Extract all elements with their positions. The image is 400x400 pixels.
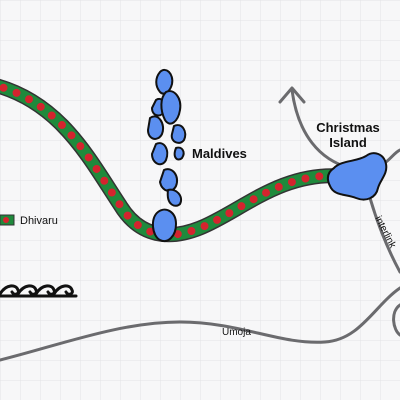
legend-dhivaru-label: Dhivaru: [20, 215, 58, 227]
umoja-cable[interactable]: [0, 286, 400, 362]
maldives-atoll-8: [173, 146, 185, 161]
legend: Dhivaru: [0, 214, 78, 298]
maldives-atoll-9: [166, 188, 182, 207]
christmas-island[interactable]: [326, 152, 388, 201]
maldives-main-atoll: [152, 208, 177, 242]
christmas-island-label-line1: Christmas: [316, 120, 380, 135]
maldives-atoll-5: [170, 124, 187, 144]
maldives-label: Maldives: [192, 146, 247, 161]
maldives-atoll-1: [155, 68, 174, 95]
maldives-atoll-3: [160, 90, 182, 125]
curved-arrow-icon: [278, 86, 306, 104]
umoja-label: Umoja: [222, 327, 251, 338]
interlink-cable[interactable]: [368, 196, 400, 274]
legend-dhivaru-swatch: [0, 214, 15, 226]
umoja-cable-east-loop[interactable]: [392, 303, 400, 337]
christmas-island-label-line2: Island: [329, 135, 367, 150]
maldives-islands[interactable]: [147, 68, 187, 242]
maldives-atoll-4: [147, 115, 164, 140]
dhivaru-cable[interactable]: [0, 79, 344, 243]
maldives-atoll-6: [151, 142, 169, 166]
waves-icon: [0, 284, 78, 298]
maldives-atoll-7: [159, 168, 178, 192]
